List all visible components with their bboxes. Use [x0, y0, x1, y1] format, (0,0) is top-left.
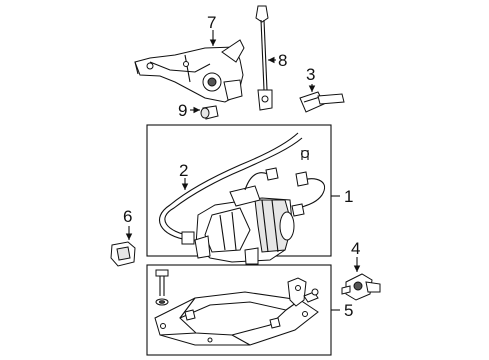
callout-1: 1 — [344, 187, 353, 206]
callout-3: 3 — [306, 65, 315, 84]
bolt-washer — [155, 269, 169, 306]
callout-5: 5 — [344, 301, 353, 320]
callout-4: 4 — [351, 239, 360, 258]
callout-7: 7 — [207, 13, 216, 32]
height-sensor-bracket — [134, 39, 245, 103]
mount-bracket — [341, 273, 381, 301]
frame-bracket — [287, 277, 319, 307]
callout-9: 9 — [178, 101, 187, 120]
grommet-part — [200, 105, 219, 120]
mounting-cradle — [154, 291, 319, 346]
hose-part — [159, 132, 303, 245]
isolator-block — [110, 241, 136, 267]
bolt-sleeve-part — [299, 91, 345, 113]
link-rod — [255, 5, 273, 111]
wire-harness — [291, 150, 326, 217]
callout-6: 6 — [123, 207, 132, 226]
callout-8: 8 — [278, 51, 287, 70]
callout-2: 2 — [179, 161, 188, 180]
compressor-assembly — [194, 167, 295, 265]
